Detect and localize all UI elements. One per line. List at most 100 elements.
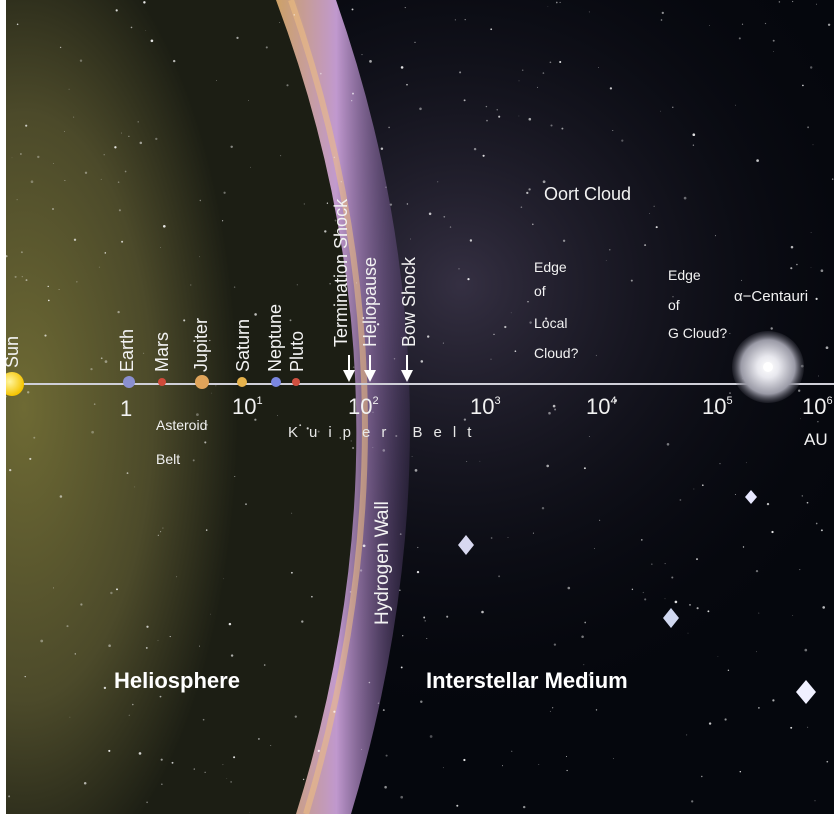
g-cloud-label-2: of [668,297,680,313]
star [230,145,233,149]
star [542,180,546,184]
star [199,645,200,647]
star [537,86,538,88]
star [555,1,558,4]
star [740,279,743,281]
star [799,569,801,571]
star [265,46,268,49]
star [291,512,293,514]
star [778,1,781,3]
star [463,418,467,421]
star [522,805,526,809]
star [388,126,390,129]
interstellar-medium-label: Interstellar Medium [426,668,628,693]
tick-10-3: 103 [470,394,501,419]
star [222,764,224,766]
star [420,360,424,363]
star [359,569,363,572]
star [679,499,682,501]
star [143,352,145,354]
star [443,215,446,218]
star [584,621,587,624]
star [723,336,726,338]
tick-10-1: 101 [232,394,263,419]
star [724,718,727,721]
star [20,153,22,155]
star [812,144,814,146]
star [230,654,234,657]
saturn-marker [237,377,247,387]
star [729,332,731,334]
star [79,59,83,62]
star [324,230,327,233]
star [449,674,452,678]
star [686,734,688,736]
star [193,768,195,770]
star [352,92,354,95]
star [826,760,829,763]
star [108,644,111,647]
star [814,800,816,802]
tick-10-5: 105 [702,394,733,419]
star [382,519,385,522]
solar-system-diagram: Sun Earth Mars Jupiter Saturn Neptune Pl… [6,0,834,814]
star [473,147,477,151]
star [423,616,426,619]
star [64,131,65,132]
star [236,36,239,40]
star [369,306,371,308]
star [349,591,352,593]
star [333,710,336,713]
star [446,615,449,618]
star [416,570,420,574]
star [73,116,75,118]
star [807,726,809,728]
star [169,636,171,638]
star [110,591,113,595]
star [490,358,492,360]
pluto-marker [292,378,300,386]
star [25,279,28,282]
star [334,230,336,232]
star [128,714,130,716]
star [91,430,94,434]
star [37,155,40,159]
star [351,8,354,11]
star [672,106,674,108]
asteroid-belt-label-1: Asteroid [156,417,208,433]
star [791,0,794,3]
local-cloud-label-1: Edge [534,259,567,275]
star [340,180,343,183]
star [598,67,599,69]
star [172,59,176,63]
star [739,770,742,773]
star [771,530,774,534]
star [399,533,402,535]
star [559,60,562,64]
star [417,546,419,549]
star [691,800,694,803]
star [76,281,78,283]
star [653,205,655,207]
star [162,224,166,228]
star [429,735,433,738]
star [528,188,531,191]
star [687,632,689,634]
star [204,441,207,444]
star [69,716,71,718]
star [303,203,305,205]
star [672,296,674,298]
star [382,709,385,712]
star [279,22,281,23]
oort-cloud-label: Oort Cloud [544,184,632,204]
star [745,462,747,464]
star [683,196,687,200]
star [755,569,759,573]
star [595,354,597,357]
star [399,589,401,591]
star [414,41,416,44]
star [815,522,818,525]
star [402,635,404,637]
star [544,317,548,320]
sun-marker [6,372,24,396]
